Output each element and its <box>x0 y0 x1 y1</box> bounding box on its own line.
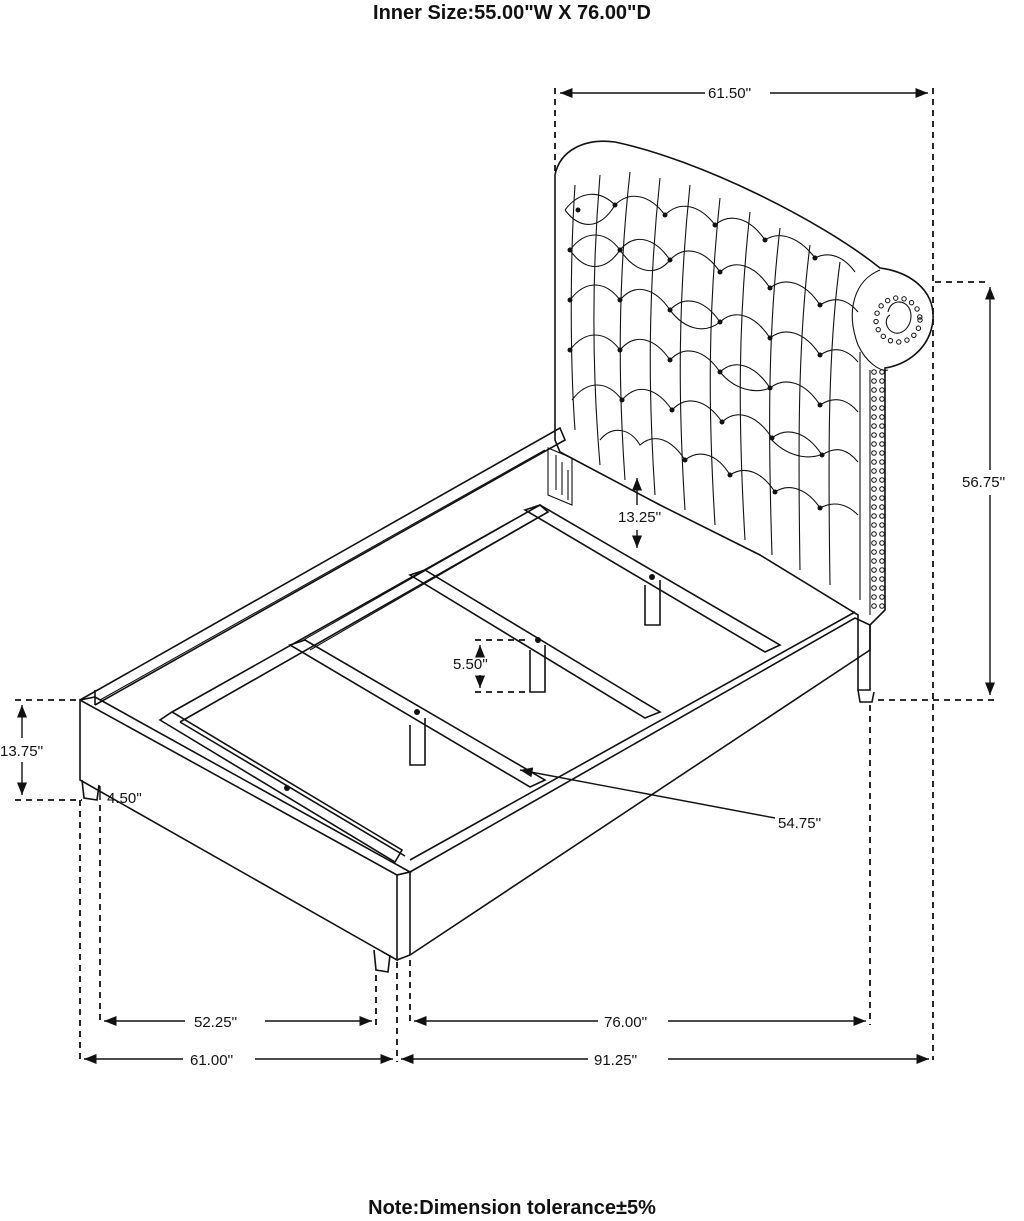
nailhead <box>879 378 885 384</box>
dimension-labels: 61.50'' 56.75'' 13.25'' 5.50'' 13.75'' 4… <box>0 85 1005 1069</box>
nailhead <box>879 450 885 456</box>
nailhead <box>871 387 877 393</box>
nailhead <box>879 459 885 465</box>
tuft-buttons <box>567 202 825 511</box>
nailhead <box>871 432 877 438</box>
tufting-diamonds <box>564 193 859 516</box>
tolerance-note: Note:Dimension tolerance±5% <box>368 1197 656 1219</box>
nailhead <box>879 531 885 537</box>
nailhead <box>871 468 877 474</box>
nailhead <box>915 325 922 331</box>
nailhead <box>879 396 885 402</box>
nailhead <box>871 414 877 420</box>
nailhead <box>871 522 877 528</box>
nailhead <box>878 303 884 309</box>
nailhead <box>901 296 907 302</box>
nailhead <box>871 441 877 447</box>
nailhead <box>871 540 877 546</box>
nailhead <box>879 477 885 483</box>
nailhead <box>874 310 880 316</box>
nailhead <box>871 504 877 510</box>
overall-length-label: 91.25'' <box>594 1052 637 1069</box>
nailhead <box>879 567 885 573</box>
nailhead <box>879 405 885 411</box>
headboard-height-label: 56.75'' <box>962 474 1005 491</box>
nailhead <box>904 337 910 343</box>
nailhead <box>871 549 877 555</box>
nailhead <box>879 441 885 447</box>
nailhead <box>879 522 885 528</box>
nailhead <box>879 486 885 492</box>
nailhead <box>871 495 877 501</box>
nailhead <box>879 540 885 546</box>
nailhead <box>871 459 877 465</box>
nailhead <box>880 333 886 340</box>
nailhead <box>871 405 877 411</box>
nailhead <box>871 567 877 573</box>
nailhead <box>911 332 917 338</box>
dimension-lines <box>15 87 996 1065</box>
slat-gap-label: 5.50'' <box>453 656 488 673</box>
nailhead <box>893 295 899 301</box>
nailhead <box>871 477 877 483</box>
nailhead <box>896 339 902 345</box>
nailhead <box>884 297 891 304</box>
slat-length-label: 54.75'' <box>778 815 821 832</box>
nailhead <box>879 423 885 429</box>
headboard-width-label: 61.50'' <box>708 85 751 102</box>
nailhead <box>875 326 881 333</box>
nailhead <box>871 396 877 402</box>
nailhead <box>879 576 885 582</box>
nailhead <box>879 387 885 393</box>
nailhead <box>871 576 877 582</box>
nailhead <box>879 414 885 420</box>
nailhead <box>908 299 915 306</box>
nailhead <box>887 337 894 344</box>
nailhead <box>879 603 885 609</box>
nailhead <box>879 585 885 591</box>
nailhead <box>871 558 877 564</box>
nailhead <box>871 450 877 456</box>
nailhead <box>871 531 877 537</box>
nailhead <box>879 504 885 510</box>
nailhead <box>879 432 885 438</box>
nailhead <box>871 423 877 429</box>
headboard <box>554 140 934 691</box>
nailhead <box>879 468 885 474</box>
nailhead <box>871 369 877 375</box>
nailhead <box>871 378 877 384</box>
bed-frame <box>79 426 875 973</box>
nailhead <box>873 318 879 325</box>
nailhead <box>879 594 885 600</box>
nailhead <box>871 603 877 609</box>
inner-size-title: Inner Size:55.00"W X 76.00"D <box>373 2 651 24</box>
nailhead <box>871 594 877 600</box>
nailhead <box>879 558 885 564</box>
nailhead <box>871 585 877 591</box>
nailhead <box>879 513 885 519</box>
nailhead <box>879 549 885 555</box>
rail-height-label: 13.25'' <box>618 509 661 526</box>
nailhead <box>871 513 877 519</box>
nailhead <box>879 495 885 501</box>
nailhead-trim <box>871 295 923 609</box>
inner-width-label: 52.25'' <box>194 1014 237 1031</box>
nailhead <box>879 369 885 375</box>
overall-width-label: 61.00'' <box>190 1052 233 1069</box>
nailhead <box>917 314 923 320</box>
leg-height-label: 4.50'' <box>107 790 142 807</box>
inner-length-label: 76.00'' <box>604 1014 647 1031</box>
nailhead <box>917 317 923 323</box>
footboard-height-label: 13.75'' <box>0 743 43 760</box>
nailhead <box>914 306 920 312</box>
nailhead <box>871 486 877 492</box>
tufting-channels <box>570 171 841 586</box>
